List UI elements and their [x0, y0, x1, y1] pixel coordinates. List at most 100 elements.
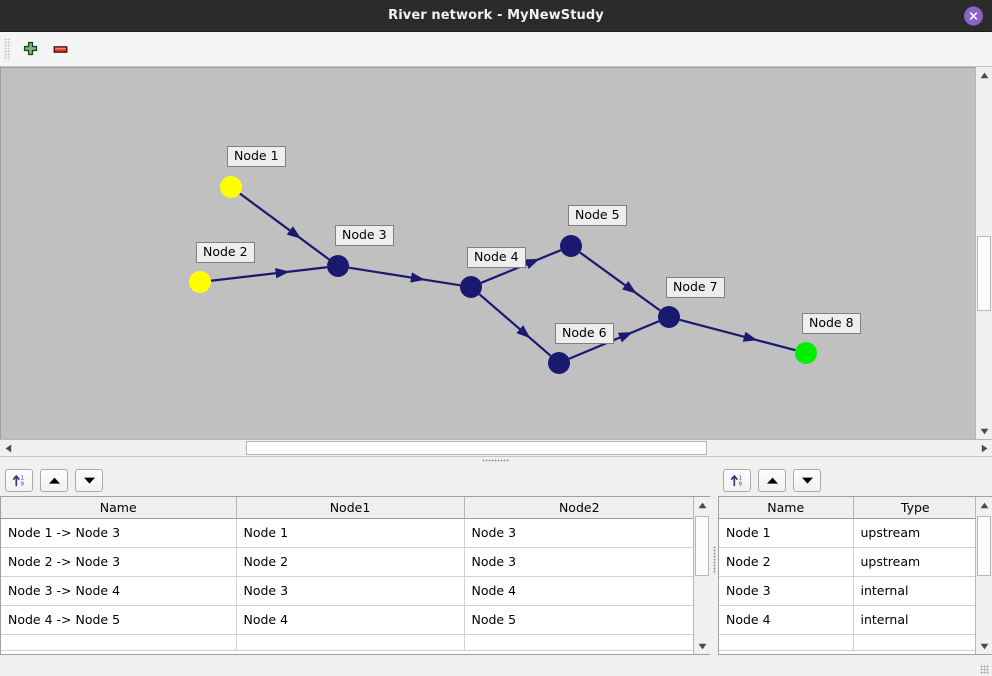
table-cell[interactable]: [719, 634, 854, 651]
graph-edge[interactable]: [568, 320, 660, 360]
graph-node[interactable]: [189, 271, 211, 293]
column-header[interactable]: Node2: [464, 497, 693, 519]
column-header[interactable]: Name: [719, 497, 854, 519]
reaches-scroll-up-button[interactable]: [694, 497, 710, 513]
graph-node[interactable]: [327, 255, 349, 277]
table-cell[interactable]: [236, 634, 465, 651]
graph-node[interactable]: [795, 342, 817, 364]
nodes-scroll-up-button[interactable]: [976, 497, 992, 513]
graph-node-label[interactable]: Node 8: [802, 313, 861, 335]
graph-edge[interactable]: [579, 251, 661, 312]
reaches-vscroll-thumb[interactable]: [695, 515, 709, 576]
graph-edge[interactable]: [478, 293, 552, 357]
nodes-sort-button[interactable]: 1 9: [723, 468, 751, 492]
graph-node[interactable]: [460, 276, 482, 298]
table-cell[interactable]: [853, 634, 975, 651]
table-cell[interactable]: internal: [853, 605, 975, 635]
table-cell[interactable]: Node 1: [236, 518, 465, 548]
nodes-vscroll-track[interactable]: [976, 513, 992, 638]
graph-edge[interactable]: [239, 192, 330, 261]
reaches-vscroll-track[interactable]: [694, 513, 710, 638]
table-cell[interactable]: [1, 634, 237, 651]
nodes-vertical-scrollbar[interactable]: [975, 497, 992, 654]
reaches-move-up-button[interactable]: [40, 468, 68, 492]
graph-node-label[interactable]: Node 6: [555, 323, 614, 345]
table-row-empty[interactable]: [1, 634, 693, 651]
table-cell[interactable]: upstream: [853, 518, 975, 548]
graph-node-label[interactable]: Node 5: [568, 205, 627, 227]
scroll-down-button[interactable]: [976, 423, 992, 439]
graph-node-label[interactable]: Node 2: [196, 242, 255, 264]
add-node-button[interactable]: [15, 34, 45, 64]
graph-node[interactable]: [658, 306, 680, 328]
table-cell[interactable]: Node 3: [464, 547, 693, 577]
table-cell[interactable]: Node 3: [464, 518, 693, 548]
canvas-hscroll-track[interactable]: [16, 440, 976, 456]
graph-node-label[interactable]: Node 4: [467, 247, 526, 269]
table-cell[interactable]: Node 4: [464, 576, 693, 606]
table-cell[interactable]: Node 3: [719, 576, 854, 606]
table-cell[interactable]: internal: [853, 576, 975, 606]
graph-node[interactable]: [560, 235, 582, 257]
table-cell[interactable]: Node 4 -> Node 5: [1, 605, 237, 635]
table-cell[interactable]: Node 4: [719, 605, 854, 635]
column-header[interactable]: Node1: [236, 497, 465, 519]
graph-edge[interactable]: [679, 318, 796, 352]
graph-node-label[interactable]: Node 1: [227, 146, 286, 168]
graph-edge[interactable]: [348, 266, 461, 287]
arrow-down-icon: [801, 477, 813, 484]
canvas-vscroll-thumb[interactable]: [977, 236, 991, 311]
table-cell[interactable]: Node 5: [464, 605, 693, 635]
graph-edge[interactable]: [210, 266, 328, 282]
river-network-graph[interactable]: Node 1 Node 2 Node 3 Node 4 Node 5 Node 6 Node…: [0, 67, 975, 439]
reaches-move-down-button[interactable]: [75, 468, 103, 492]
canvas-vertical-scrollbar[interactable]: [975, 67, 992, 439]
remove-node-button[interactable]: [45, 34, 75, 64]
table-cell[interactable]: Node 3 -> Node 4: [1, 576, 237, 606]
table-cell[interactable]: Node 2: [236, 547, 465, 577]
reaches-sort-button[interactable]: 1 9: [5, 468, 33, 492]
graph-node[interactable]: [220, 176, 242, 198]
column-header[interactable]: Name: [1, 497, 237, 519]
column-header[interactable]: Type: [853, 497, 975, 519]
graph-node-label[interactable]: Node 7: [666, 277, 725, 299]
scroll-up-button[interactable]: [976, 67, 992, 83]
table-cell[interactable]: upstream: [853, 547, 975, 577]
nodes-move-up-button[interactable]: [758, 468, 786, 492]
edge-direction-arrow-icon: [742, 331, 758, 342]
nodes-vscroll-thumb[interactable]: [977, 515, 991, 576]
table-cell[interactable]: [464, 634, 693, 651]
canvas-vscroll-track[interactable]: [976, 83, 992, 423]
reaches-vertical-scrollbar[interactable]: [693, 497, 710, 654]
table-cell[interactable]: Node 1 -> Node 3: [1, 518, 237, 548]
nodes-scroll-down-button[interactable]: [976, 638, 992, 654]
nodes-move-down-button[interactable]: [793, 468, 821, 492]
reaches-scroll-down-button[interactable]: [694, 638, 710, 654]
canvas-horizontal-scrollbar[interactable]: [0, 439, 992, 456]
canvas-hscroll-thumb[interactable]: [246, 441, 708, 455]
scroll-right-button[interactable]: [976, 440, 992, 456]
close-window-button[interactable]: [964, 6, 983, 25]
graph-node[interactable]: [548, 352, 570, 374]
table-cell[interactable]: Node 2: [719, 547, 854, 577]
vertical-splitter[interactable]: [710, 464, 718, 655]
table-cell[interactable]: Node 2 -> Node 3: [1, 547, 237, 577]
scroll-left-button[interactable]: [0, 440, 16, 456]
graph-node-label[interactable]: Node 3: [335, 225, 394, 247]
table-cell[interactable]: Node 3: [236, 576, 465, 606]
table-row-empty[interactable]: [719, 634, 975, 651]
table-cell[interactable]: Node 1: [719, 518, 854, 548]
horizontal-splitter[interactable]: [0, 457, 992, 464]
toolbar-drag-handle[interactable]: [4, 38, 11, 60]
table-cell[interactable]: Node 4: [236, 605, 465, 635]
